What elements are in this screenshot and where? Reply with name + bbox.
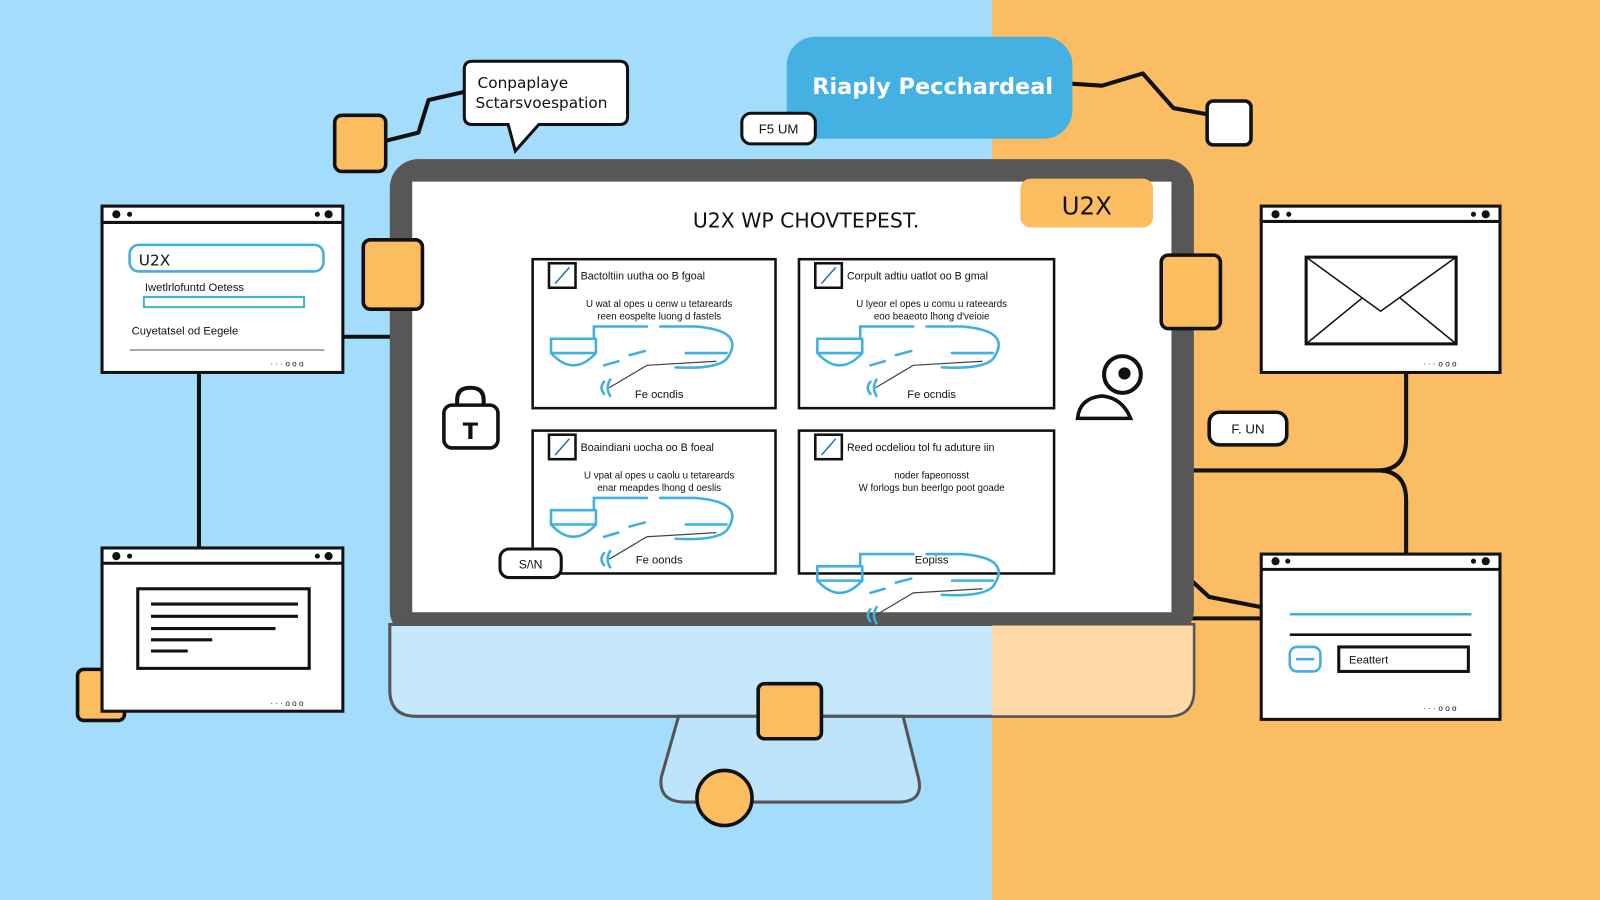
card-sketch [549,496,734,569]
checkbox-icon[interactable] [547,433,577,461]
card[interactable]: Boaindiani uocha oo B foeal U vpat al ope… [531,429,777,575]
card-footer: Fe ocndis [635,389,684,401]
header-pill[interactable]: Riaply Pecchardeal [786,36,1073,139]
lock-icon: T [442,385,500,450]
right-window-mail: · · · o o o [1259,204,1502,374]
card-title: Boaindiani uocha oo B foeal [581,442,714,454]
card-title: Corpult adtiu uatlot oo B gmal [847,271,988,283]
card[interactable]: Bactoltiin uutha oo B fgoal U wat al opes… [531,257,777,410]
checkbox-icon[interactable] [814,433,844,461]
screen-title: U2X WP CHOVTEPEST. [693,209,919,233]
caption: Cuyetatsel od Eegele [132,326,239,338]
svg-text:· · · o o o: · · · o o o [1423,359,1457,368]
svg-text:Sctarsvoespation: Sctarsvoespation [476,94,608,112]
card-body: U wat al opes u cenw u tetareards [586,299,733,310]
svg-text:Conpaplaye: Conpaplaye [478,74,569,92]
card[interactable]: Reed ocdeliou tol fu aduture iin noder fa… [797,429,1056,625]
card-sketch [816,552,1000,625]
svg-text:T: T [463,419,479,445]
u2x-badge[interactable]: U2X [1020,178,1154,228]
speech-bubble: Conpaplaye Sctarsvoespation [462,59,630,155]
card-footer: Fe oonds [636,554,683,566]
u2x-badge-label: U2X [1062,191,1112,220]
user-webcam-icon [1075,354,1143,421]
node-square [332,113,388,174]
checkbox-icon[interactable] [547,261,577,290]
left-window-form: U2X Iwetlrlofuntd Oetess Cuyetatsel od E… [100,204,345,374]
svg-text:· · · o o o: · · · o o o [270,699,304,708]
svg-text:· · · o o o: · · · o o o [270,359,304,368]
card-footer: Eopiss [915,554,949,566]
field-label: Iwetlrlofuntd Oetess [145,282,245,294]
card-title: Bactoltiin uutha oo B fgoal [581,271,705,283]
card-body: noder fapeonosst [894,471,969,482]
node-square [1159,253,1223,331]
u2x-input-value: U2X [139,251,170,269]
left-window-document: · · · o o o [100,546,345,713]
card-body: W forlogs bun beerlgo poot goade [859,483,1005,494]
chin-node [756,681,824,741]
card-body: reen eospelte luong d fastels [597,311,721,322]
svg-text:· · · o o o: · · · o o o [1423,704,1457,713]
header-pill-label: Riaply Pecchardeal [812,74,1053,100]
card-footer: Fe ocndis [907,389,956,401]
card-body: enar meapdes lhong d oeslis [597,483,721,494]
text-input[interactable] [1337,645,1470,673]
stand-node [695,768,754,828]
svg-text:S/\N: S/\N [519,557,543,571]
u2x-input[interactable] [128,243,325,273]
card-sketch [816,325,1000,398]
top-badge[interactable]: F5 UM [740,111,817,146]
node-square [361,238,425,311]
card-sketch [549,325,734,398]
node-square-white [1205,99,1253,147]
checkbox-icon[interactable] [814,261,844,290]
card-body: U lyeor el opes u comu u rateeards [856,299,1007,310]
card[interactable]: Corpult adtiu uatlot oo B gmal U lyeor el… [797,257,1056,410]
svg-text:F5 UM: F5 UM [759,122,799,137]
minus-icon[interactable] [1288,645,1322,673]
envelope-icon [1304,255,1458,346]
right-window-form: Eeattert · · · o o o [1259,552,1502,721]
svg-text:F. UN: F. UN [1231,422,1264,437]
card-body: eoo beaeoto lhong d'veioie [874,311,990,322]
card-body: U vpat al opes u caolu u tetareards [584,471,734,482]
text-field[interactable] [142,295,306,309]
right-badge[interactable]: F. UN [1207,410,1289,447]
card-title: Reed ocdeliou tol fu aduture iin [847,442,995,454]
text-input-value: Eeattert [1349,654,1389,666]
screen-badge[interactable]: S/\N [498,547,563,580]
